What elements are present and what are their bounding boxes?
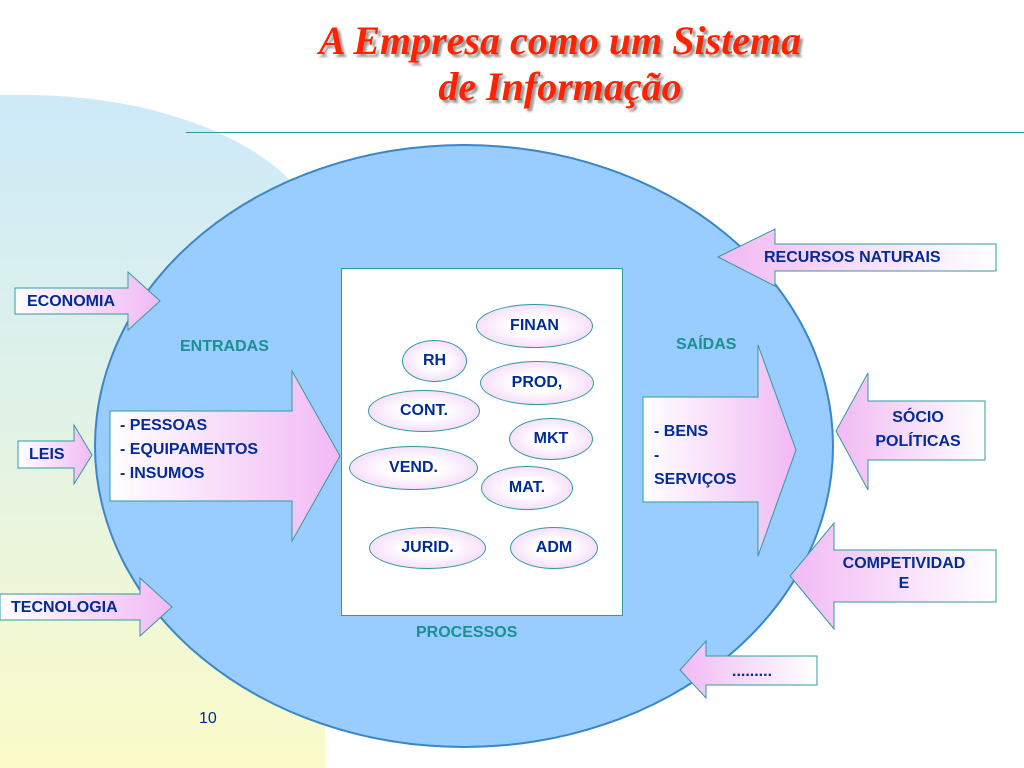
title-line-2: de Informação [438, 64, 682, 109]
tecnologia-label: TECNOLOGIA [11, 599, 118, 616]
leis-label: LEIS [29, 446, 65, 463]
slide-title: A Empresa como um Sistema de Informação [180, 18, 940, 110]
socio-line-2: POLÍTICAS [875, 433, 961, 450]
competividade-label: COMPETIVIDAD E [826, 554, 982, 594]
process-mkt: MKT [509, 418, 593, 460]
process-mat: MAT. [481, 466, 573, 510]
process-jurid: JURID. [369, 527, 486, 569]
more-items-label: ......... [732, 663, 773, 680]
comp-line-1: COMPETIVIDAD [842, 555, 966, 572]
recursos-arrow [716, 228, 997, 287]
socio-line-1: SÓCIO [892, 409, 944, 426]
entrada-item: - EQUIPAMENTOS [120, 441, 259, 458]
process-cont: CONT. [368, 390, 480, 432]
saidas-arrow [642, 344, 797, 557]
slide-number: 10 [199, 710, 217, 727]
competividade-arrow [789, 521, 997, 631]
process-rh: RH [402, 340, 467, 382]
tecnologia-arrow [0, 576, 173, 638]
saidas-heading: SAÍDAS [676, 336, 737, 353]
saida-item: - BENS [654, 423, 709, 440]
leis-arrow [17, 423, 93, 486]
economia-arrow [14, 270, 161, 332]
process-finan: FINAN [476, 304, 593, 348]
entrada-item: - INSUMOS [120, 465, 205, 482]
process-adm: ADM [510, 527, 598, 569]
saida-item: - [654, 447, 660, 464]
dots-arrow [679, 639, 818, 700]
socio-politicas-label: SÓCIO POLÍTICAS [866, 406, 970, 454]
saida-item: SERVIÇOS [654, 471, 737, 488]
entradas-arrow [109, 369, 341, 543]
economia-label: ECONOMIA [27, 293, 115, 310]
entradas-heading: ENTRADAS [180, 338, 269, 355]
entradas-list: - PESSOAS - EQUIPAMENTOS - INSUMOS [120, 414, 258, 486]
process-vend: VEND. [349, 446, 478, 490]
process-prod: PROD, [480, 361, 594, 405]
processos-label: PROCESSOS [416, 624, 518, 641]
recursos-naturais-label: RECURSOS NATURAIS [764, 249, 941, 266]
saidas-list: - BENS - SERVIÇOS [654, 420, 736, 492]
socio-arrow [835, 372, 986, 491]
comp-line-2: E [898, 575, 910, 592]
title-line-1: A Empresa como um Sistema [318, 18, 802, 63]
entrada-item: - PESSOAS [120, 417, 208, 434]
title-underline [186, 132, 1024, 133]
